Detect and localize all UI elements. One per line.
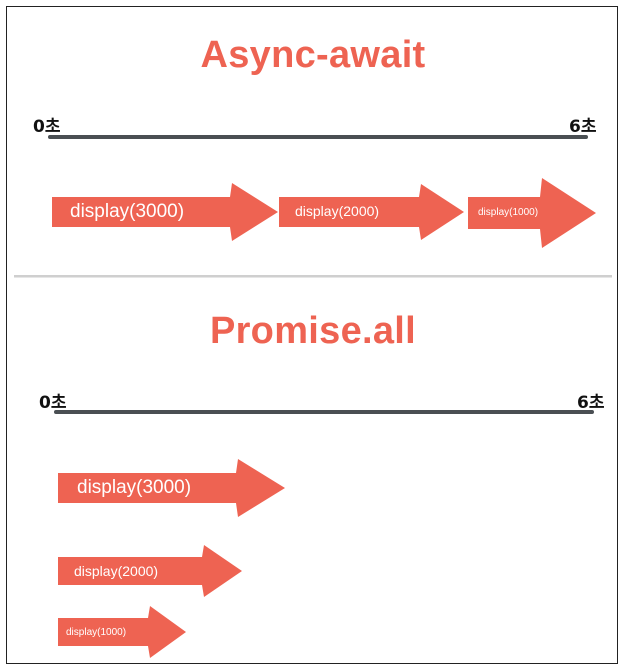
async-await-arrow-3-label: display(1000)	[478, 207, 539, 218]
async-await-arrow-2-label: display(2000)	[295, 203, 380, 219]
async-await-arrow-1-shape	[52, 183, 278, 241]
promise-all-arrow-2-label: display(2000)	[74, 563, 159, 579]
async-await-arrow-3: display(1000)	[468, 178, 596, 248]
async-await-arrow-3-shape	[468, 178, 596, 248]
async-await-title: Async-await	[200, 34, 426, 76]
promise-all-title: Promise.all	[209, 310, 417, 352]
promise-all-end-label: 6초	[577, 393, 605, 413]
async-await-arrow-1-label: display(3000)	[70, 201, 185, 222]
promise-all-arrow-1: display(3000)	[58, 459, 285, 517]
async-await-arrow-1: display(3000)	[52, 183, 278, 241]
async-await-arrow-2-shape	[279, 184, 464, 240]
diagram-frame	[6, 6, 618, 664]
section-divider	[14, 275, 612, 277]
promise-all-arrow-2-shape	[58, 545, 242, 597]
async-await-start-label: 0초	[33, 117, 61, 137]
async-await-timeline	[48, 135, 588, 139]
async-await-arrow-2: display(2000)	[279, 184, 464, 240]
promise-all-arrow-3: display(1000)	[58, 606, 186, 658]
promise-all-arrow-3-shape	[58, 606, 186, 658]
async-await-end-label: 6초	[569, 117, 597, 137]
promise-all-arrow-3-label: display(1000)	[66, 627, 127, 638]
promise-all-arrow-1-shape	[58, 459, 285, 517]
promise-all-arrow-2: display(2000)	[58, 545, 242, 597]
promise-all-arrow-1-label: display(3000)	[77, 477, 192, 498]
promise-all-timeline	[54, 410, 594, 414]
promise-all-start-label: 0초	[39, 393, 67, 413]
